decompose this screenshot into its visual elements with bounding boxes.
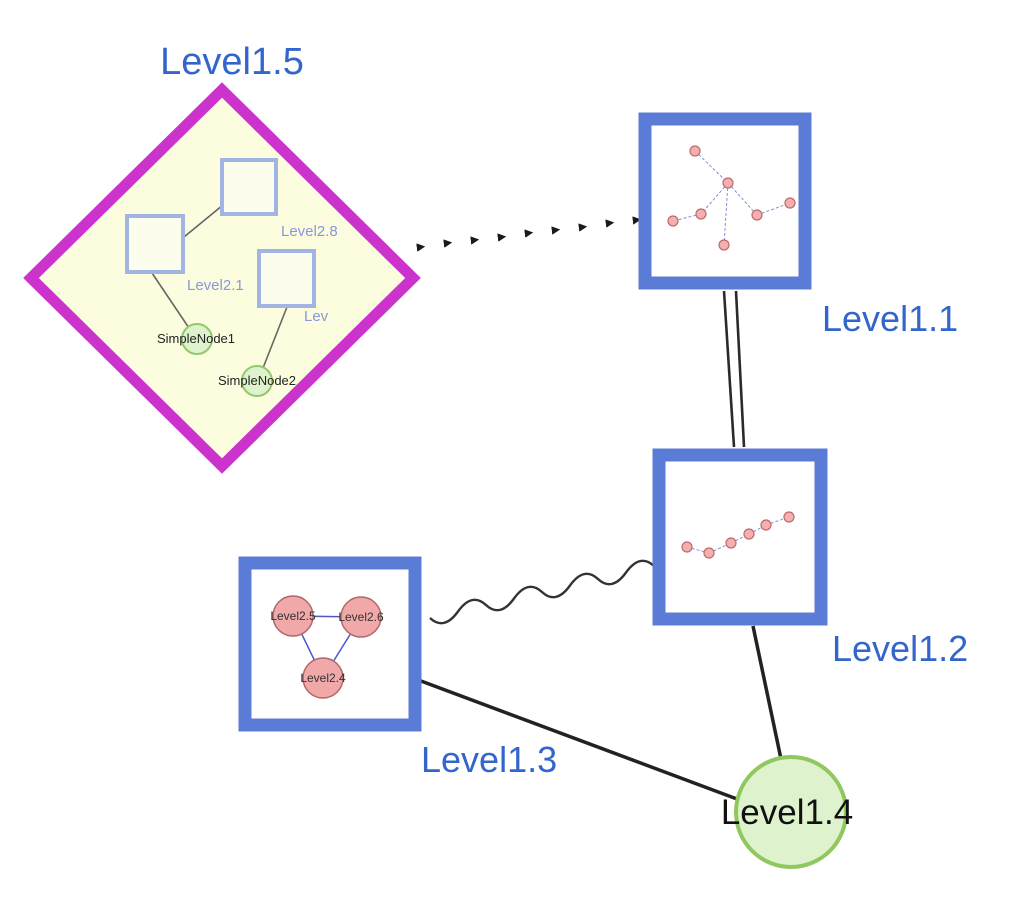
label-level2-1: Level2.1 — [187, 277, 244, 294]
node-level2-4[interactable] — [302, 657, 344, 699]
child-edge-lev-to-simplenode2 — [262, 306, 288, 369]
mini-node[interactable] — [681, 541, 693, 553]
mini-edge — [686, 546, 710, 554]
mini-edge — [694, 150, 729, 184]
mini-node[interactable] — [743, 528, 755, 540]
label-level2-6: Level2.6 — [338, 610, 384, 624]
node-level1-3[interactable]: Level2.5 Level2.6 Level2.4 — [238, 556, 422, 732]
edges-layer — [394, 216, 783, 801]
node-simplenode2[interactable] — [241, 365, 273, 397]
node-level1-3-inner-graph: Level2.5 Level2.6 Level2.4 — [270, 595, 384, 699]
label-level2-8: Level2.8 — [281, 223, 338, 240]
node-level1-2[interactable] — [652, 448, 828, 626]
node-level1-4[interactable]: Level1.4 — [721, 755, 853, 869]
child-edge-level2-1-to-level2-8 — [183, 204, 224, 238]
node-level1-4-shape[interactable] — [734, 755, 848, 869]
node-level1-5[interactable]: Level2.8 Level2.1 Lev SimpleNode1 Simple… — [23, 82, 421, 474]
mini-node[interactable] — [667, 215, 679, 227]
label-level1-3: Level1.3 — [421, 739, 557, 780]
node-level1-1[interactable] — [638, 112, 812, 290]
node-level2-5[interactable] — [272, 595, 314, 637]
label-level1-2: Level1.2 — [832, 628, 968, 669]
label-lev: Lev — [304, 308, 329, 325]
edge-level1-3-to-level1-4[interactable] — [420, 679, 738, 801]
label-level2-5: Level2.5 — [270, 609, 316, 623]
mini-node[interactable] — [784, 197, 796, 209]
double-edge-line-1[interactable] — [722, 290, 736, 448]
label-level1-5: Level1.5 — [160, 41, 304, 83]
double-edge-line-2[interactable] — [734, 290, 746, 448]
label-simplenode2: SimpleNode2 — [218, 373, 296, 388]
node-level1-3-shape[interactable] — [238, 556, 422, 732]
diamond-shape[interactable] — [23, 82, 421, 474]
mini-node[interactable] — [725, 537, 737, 549]
node-simplenode1[interactable] — [181, 323, 213, 355]
mini-edge — [727, 182, 758, 216]
node-level1-2-shape[interactable] — [652, 448, 828, 626]
node-level1-1-shape[interactable] — [638, 112, 812, 290]
node-level2-lev[interactable] — [257, 249, 316, 308]
edge-level1-2-to-level1-4[interactable] — [751, 625, 783, 760]
mini-edge — [723, 182, 729, 246]
child-edge-level2-1-to-simplenode1 — [151, 272, 190, 329]
node-level2-8[interactable] — [220, 158, 278, 216]
edge-level1-5-to-level1-1[interactable] — [394, 216, 642, 252]
mini-node[interactable] — [689, 145, 701, 157]
edge-level1-1-to-level1-2[interactable] — [722, 290, 746, 448]
edge-level1-3-to-level1-2[interactable] — [429, 559, 655, 625]
mini-node[interactable] — [783, 511, 795, 523]
mini-node[interactable] — [695, 208, 707, 220]
mini-node[interactable] — [718, 239, 730, 251]
label-simplenode1: SimpleNode1 — [157, 331, 235, 346]
node-level1-1-inner-graph — [667, 145, 796, 251]
mini-node[interactable] — [751, 209, 763, 221]
mini-node[interactable] — [722, 177, 734, 189]
node-level1-2-inner-graph — [681, 511, 795, 559]
label-level2-4: Level2.4 — [300, 671, 346, 685]
label-level1-1: Level1.1 — [822, 298, 958, 339]
mini-node[interactable] — [760, 519, 772, 531]
node-level2-6[interactable] — [340, 596, 382, 638]
node-level2-1[interactable] — [125, 214, 185, 274]
label-level1-4: Level1.4 — [721, 793, 853, 832]
mini-node[interactable] — [703, 547, 715, 559]
mini-edge — [756, 202, 791, 216]
mini-edge — [700, 182, 729, 215]
